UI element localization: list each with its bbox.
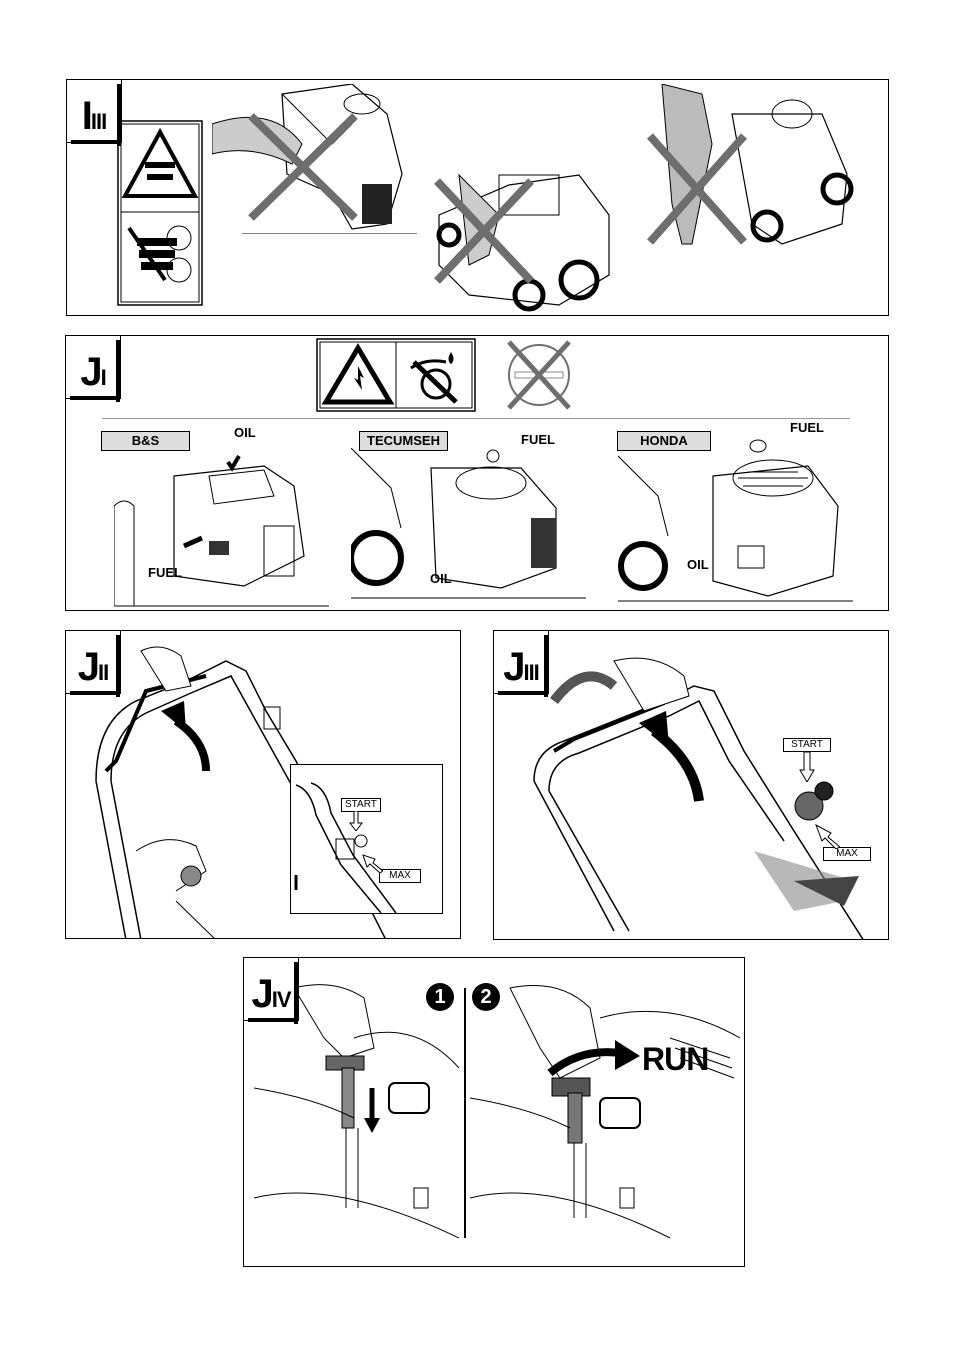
panel-j-iii: JIII START MAX xyxy=(493,630,889,940)
handle-illustration xyxy=(95,646,386,938)
mower-illustration-1 xyxy=(212,84,417,234)
warning-label-icon xyxy=(117,120,203,306)
brand-label-tecumseh: TECUMSEH xyxy=(359,431,448,451)
step-1-badge: 1 xyxy=(426,983,454,1011)
max-label: MAX xyxy=(379,869,421,883)
max-label: MAX xyxy=(823,847,871,861)
arrow-down-icon xyxy=(799,752,815,782)
tecumseh-engine-illustration xyxy=(351,448,586,599)
oil-label: OIL xyxy=(234,425,256,440)
panel-tab-i-iii: IIII xyxy=(67,80,122,146)
panel-tab-j-i: JI xyxy=(66,336,121,402)
panel-j-ii: JII START MAX xyxy=(65,630,461,939)
brand-label-honda: HONDA xyxy=(617,431,711,451)
panel-tab-j-iii: JIII xyxy=(494,631,549,697)
step-1-illustration xyxy=(254,984,459,1239)
handle-illustration xyxy=(533,657,864,939)
cross-icon xyxy=(248,113,358,221)
start-label: START xyxy=(341,798,381,812)
brand-label-bs: B&S xyxy=(101,431,190,451)
fuel-label: FUEL xyxy=(521,432,555,447)
mower-illustration-3 xyxy=(661,84,854,245)
inset-illustration xyxy=(294,782,397,913)
inset-detail: START MAX xyxy=(290,764,443,914)
honda-engine-illustration xyxy=(618,439,853,602)
fire-warning-label-icon xyxy=(316,338,476,412)
start-label: START xyxy=(783,738,831,752)
divider xyxy=(102,418,850,419)
step-2-badge: 2 xyxy=(472,983,500,1011)
panel-tab-j-iv: JIV xyxy=(244,958,299,1024)
no-smoking-icon xyxy=(507,340,571,410)
arrow-icon xyxy=(362,854,383,873)
panel-j-iv: JIV 1 2 RUN xyxy=(243,957,745,1267)
step-divider xyxy=(464,988,466,1238)
step-2-illustration xyxy=(470,985,740,1239)
arrow-icon xyxy=(815,823,840,849)
run-label: RUN xyxy=(642,1041,709,1077)
panel-j-i: JI B&S OIL FUEL TECUMSEH FUEL OIL xyxy=(65,335,889,611)
bs-engine-illustration xyxy=(114,454,329,607)
panel-i-iii: IIII xyxy=(66,79,889,316)
oil-label: OIL xyxy=(687,557,709,572)
cross-icon xyxy=(647,133,747,245)
arrow-down-icon xyxy=(349,811,363,831)
fuel-label: FUEL xyxy=(790,420,824,435)
panel-tab-j-ii: JII xyxy=(66,631,121,697)
cross-icon xyxy=(434,178,534,284)
